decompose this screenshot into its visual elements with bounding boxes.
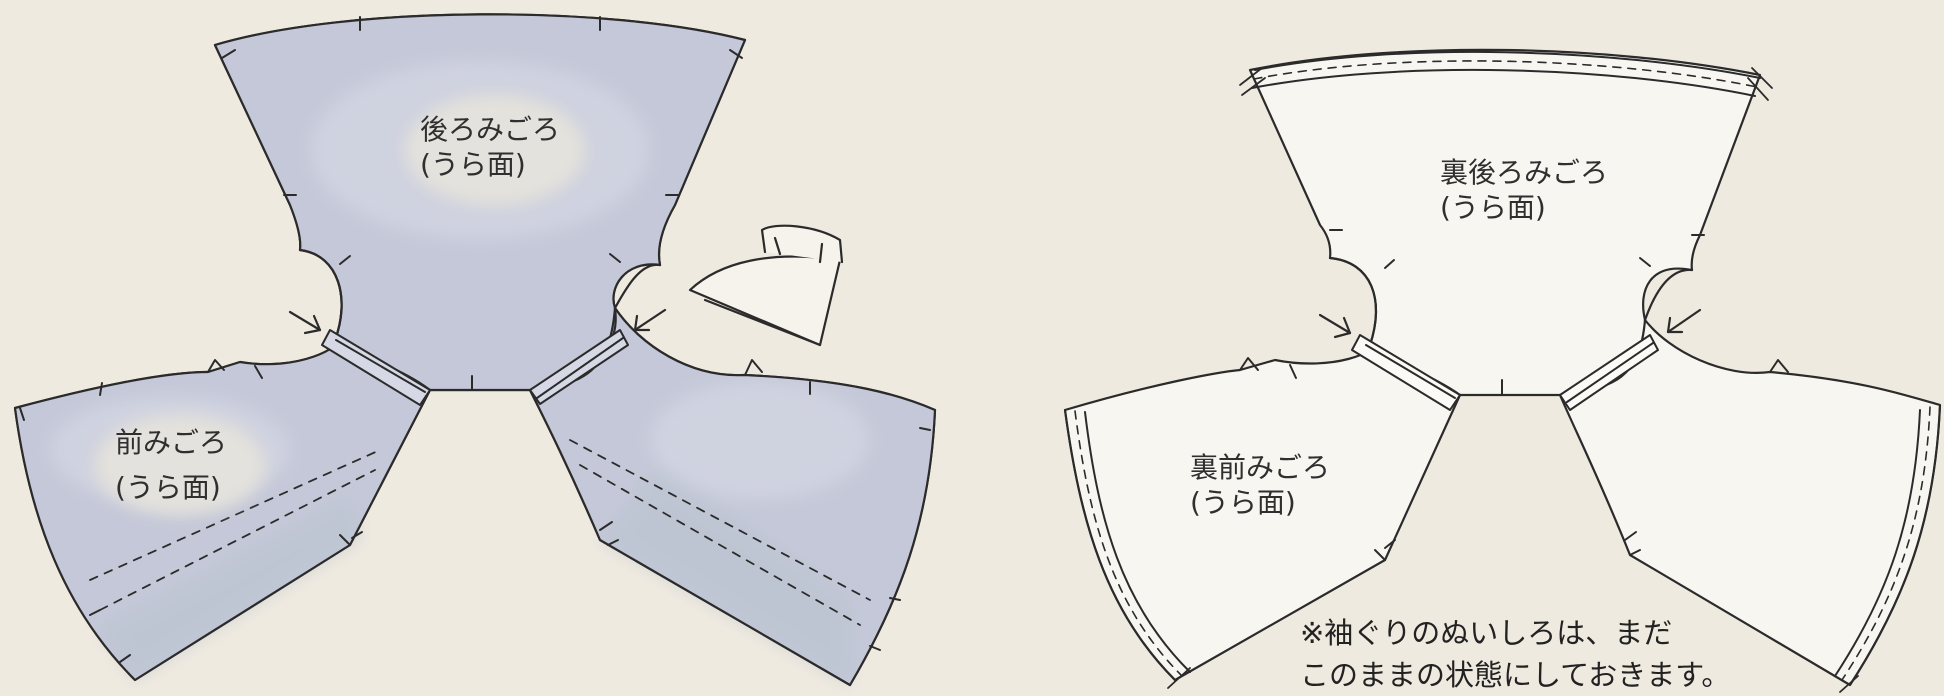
arrow-icon xyxy=(288,310,322,335)
lining-front-label: 裏前みごろ (うら面) xyxy=(1190,451,1331,519)
arrow-icon xyxy=(1318,313,1352,339)
left-diagram xyxy=(13,13,937,687)
arrow-icon xyxy=(1666,308,1702,334)
notch-marks xyxy=(19,16,931,663)
back-bodice-label: 後ろみごろ (うら面) xyxy=(420,113,561,181)
iron-icon xyxy=(688,224,844,347)
right-diagram xyxy=(1063,48,1942,693)
stitch-lines xyxy=(1074,60,1931,681)
stitch-lines xyxy=(89,439,871,626)
arrow-icon xyxy=(633,308,667,332)
seam-tapes xyxy=(321,329,629,406)
lining-back-label: 裏後ろみごろ (うら面) xyxy=(1440,156,1609,224)
front-bodice-label: 前みごろ (うら面) xyxy=(115,426,228,504)
note-line-1: ※袖ぐりのぬいしろは、まだ xyxy=(1300,616,1673,650)
note-line-2: このままの状態にしておきます。 xyxy=(1300,658,1731,693)
instruction-note: ※袖ぐりのぬいしろは、まだ このままの状態にしておきます。 xyxy=(1300,612,1730,696)
